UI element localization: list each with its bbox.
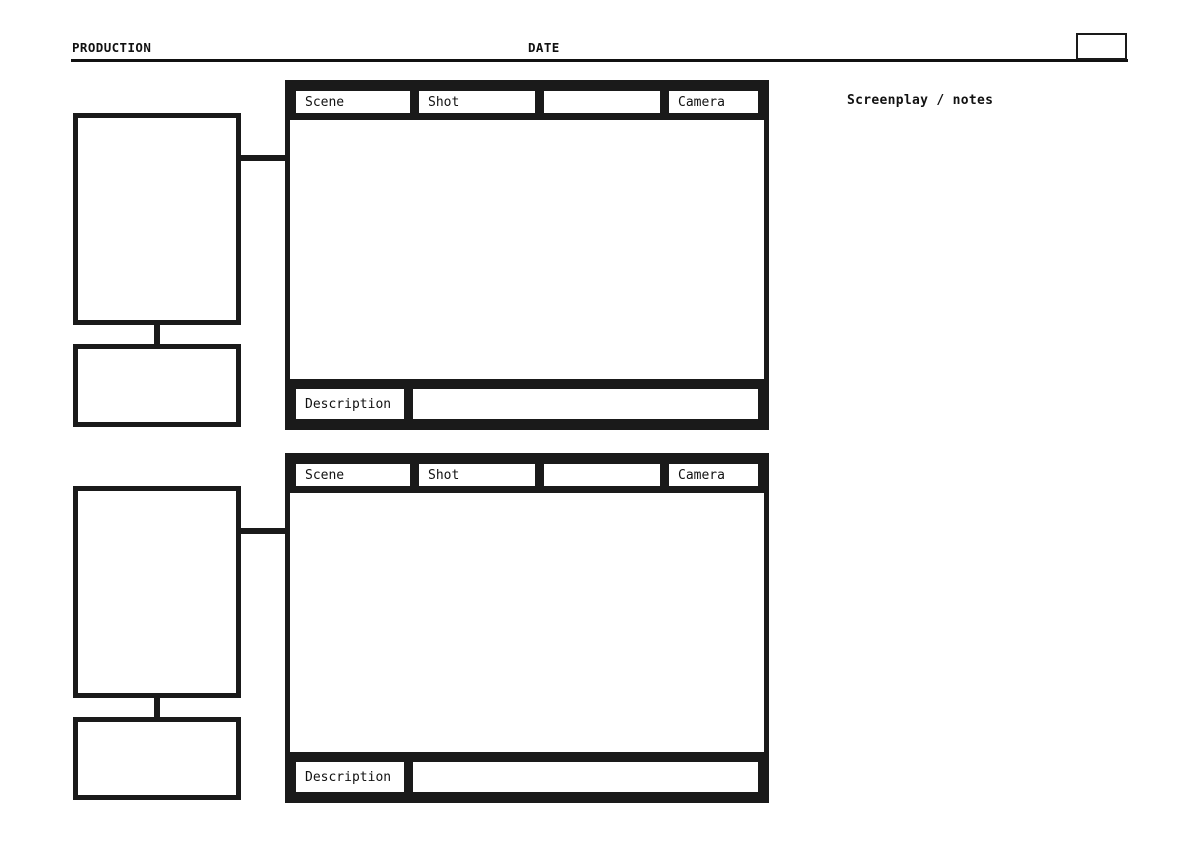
panel-2-blank-cell[interactable] (542, 462, 662, 488)
panel-2-tall-reference-box[interactable] (73, 486, 241, 698)
panel-1-description-field[interactable] (411, 387, 760, 421)
panel-1-drawing-area[interactable] (290, 120, 764, 379)
panel-2-meta-row: Scene Shot Camera (290, 458, 764, 493)
panel-2-description-label: Description (294, 760, 406, 794)
panel-1-frame: Scene Shot Camera Description (285, 80, 769, 430)
screenplay-notes-heading: Screenplay / notes (847, 93, 994, 108)
panel-1-shot-cell[interactable]: Shot (417, 89, 537, 115)
panel-1-horizontal-connector (238, 155, 288, 161)
panel-2-horizontal-connector (238, 528, 288, 534)
panel-2-scene-cell[interactable]: Scene (294, 462, 412, 488)
panel-1-description-label: Description (294, 387, 406, 421)
screenplay-notes-field[interactable] (845, 120, 1130, 800)
panel-1-meta-row: Scene Shot Camera (290, 85, 764, 120)
page-number-field[interactable] (1076, 33, 1127, 60)
panel-1-tall-reference-box[interactable] (73, 113, 241, 325)
panel-2-shot-cell[interactable]: Shot (417, 462, 537, 488)
panel-2-description-row: Description (290, 752, 764, 798)
panel-1-vertical-connector (154, 322, 160, 346)
panel-1-scene-cell[interactable]: Scene (294, 89, 412, 115)
panel-2-camera-cell[interactable]: Camera (667, 462, 760, 488)
date-label: DATE (528, 40, 560, 55)
panel-2-drawing-area[interactable] (290, 493, 764, 752)
panel-1-camera-cell[interactable]: Camera (667, 89, 760, 115)
panel-2-description-field[interactable] (411, 760, 760, 794)
panel-2-vertical-connector (154, 695, 160, 719)
panel-1-description-row: Description (290, 379, 764, 425)
panel-1-wide-reference-box[interactable] (73, 344, 241, 427)
header-rule (71, 59, 1128, 62)
panel-2-frame: Scene Shot Camera Description (285, 453, 769, 803)
panel-1-blank-cell[interactable] (542, 89, 662, 115)
production-label: PRODUCTION (72, 40, 152, 55)
panel-2-wide-reference-box[interactable] (73, 717, 241, 800)
